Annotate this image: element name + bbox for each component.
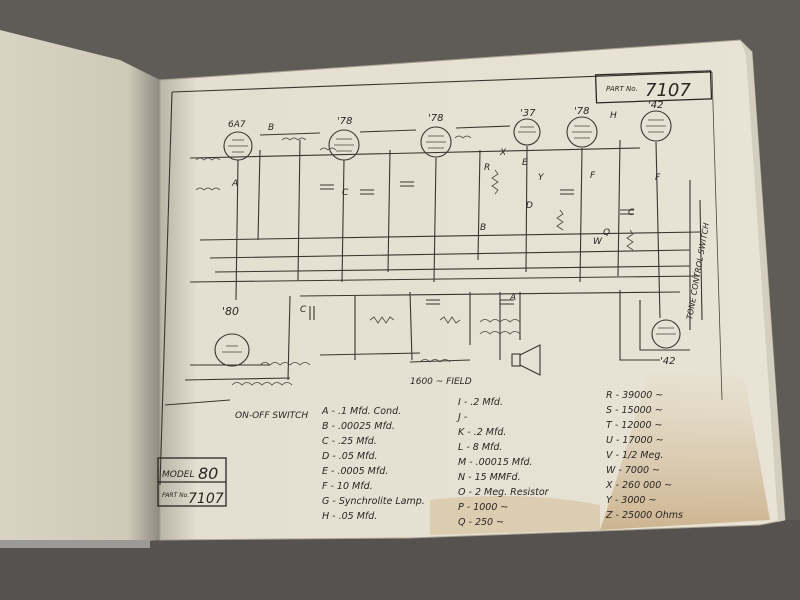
tube-42-2: '42 [651, 319, 681, 367]
part-number-box: PART No. 7107 [594, 70, 713, 104]
tube-78-2: '78 [420, 113, 452, 158]
tube-label: '78 [574, 106, 589, 117]
legend-item: U - 17000 ~ [606, 435, 664, 446]
legend-item: R - 39000 ~ [606, 390, 663, 401]
legend-item: Z - 25000 Ohms [605, 510, 683, 521]
legend-col2: I - .2 Mfd. J - K - .2 Mfd. L - 8 Mfd. M… [456, 397, 550, 528]
legend-item: P - 1000 ~ [458, 502, 508, 513]
tube-label: '78 [428, 113, 443, 124]
tube-37: '37 [513, 108, 541, 146]
tube-label: '80 [222, 305, 239, 318]
legend-item: H - .05 Mfd. [322, 511, 377, 522]
bottom-stain [430, 496, 600, 535]
resistors [369, 169, 634, 324]
legend-item: F - 10 Mfd. [322, 481, 373, 492]
svg-text:A: A [231, 179, 238, 189]
component-letters: B A C C R B D Y Q C F F W A E X H [231, 111, 661, 315]
tube-label: '42 [660, 356, 675, 367]
legend-item: J - [456, 412, 468, 423]
legend-item: O - 2 Meg. Resistor [458, 487, 550, 498]
svg-text:A: A [509, 293, 516, 303]
part-box-label: PART No. [606, 85, 638, 93]
svg-text:H: H [610, 111, 617, 121]
legend-item: W - 7000 ~ [606, 465, 660, 476]
component-legend: A - .1 Mfd. Cond. B - .00025 Mfd. C - .2… [321, 390, 683, 528]
page-stack-edge [740, 40, 785, 522]
svg-text:X: X [499, 148, 507, 158]
capacitors [309, 181, 634, 320]
frame-top [171, 71, 713, 93]
left-page [0, 30, 160, 548]
svg-text:F: F [590, 171, 596, 181]
svg-text:C: C [628, 208, 635, 218]
svg-text:D: D [526, 201, 533, 211]
legend-item: E - .0005 Mfd. [322, 466, 388, 477]
legend-item: A - .1 Mfd. Cond. [321, 406, 401, 417]
legend-item: X - 260 000 ~ [605, 480, 672, 491]
legend-item: L - 8 Mfd. [458, 442, 502, 453]
svg-text:Y: Y [538, 173, 545, 183]
svg-text:C: C [342, 188, 349, 198]
model-box: MODEL 80 PART No. 7107 [157, 457, 227, 507]
tube-label: '78 [337, 116, 352, 127]
tube-label: 6A7 [228, 120, 246, 130]
tube-42-1: '42 [640, 100, 672, 142]
legend-item: Y - 3000 ~ [606, 495, 656, 506]
legend-item: S - 15000 ~ [606, 405, 663, 416]
model-part-number: 7107 [188, 491, 224, 507]
speaker-icon [511, 344, 541, 376]
tube-78-3: '78 [566, 106, 598, 148]
svg-text:B: B [480, 223, 486, 233]
coils [195, 135, 521, 386]
svg-text:F: F [655, 173, 661, 183]
legend-item: G - Synchrolite Lamp. [322, 496, 425, 507]
legend-item: C - .25 Mfd. [322, 436, 377, 447]
legend-item: B - .00025 Mfd. [322, 421, 395, 432]
legend-item: K - .2 Mfd. [458, 427, 506, 438]
svg-text:R: R [484, 163, 490, 173]
wiring [164, 125, 703, 406]
frame-right [711, 71, 723, 401]
svg-text:B: B [268, 123, 274, 133]
tube-label: '42 [648, 100, 663, 111]
field-label: 1600 ~ FIELD [410, 377, 472, 387]
part-box-frame [594, 70, 713, 104]
tube-80: '80 [214, 305, 250, 367]
model-label: MODEL [162, 470, 194, 480]
legend-item: V - 1/2 Meg. [606, 450, 663, 461]
legend-item: Q - 250 ~ [458, 517, 504, 528]
schematic-diagram: PART No. 7107 6A7 '78 '78 '37 '78 '42 [159, 70, 723, 486]
left-page-edge [0, 540, 150, 548]
svg-text:C: C [300, 305, 307, 315]
legend-item: N - 15 MMFd. [458, 472, 521, 483]
legend-col3: R - 39000 ~ S - 15000 ~ T - 12000 ~ U - … [605, 390, 683, 521]
tube-internals [222, 119, 676, 353]
legend-item: M - .00015 Mfd. [458, 457, 533, 468]
model-part-label: PART No. [162, 492, 189, 499]
legend-item: I - .2 Mfd. [458, 397, 503, 408]
tube-label: '37 [520, 108, 536, 119]
on-off-switch-label: ON-OFF SWITCH [235, 411, 308, 421]
legend-item: D - .05 Mfd. [322, 451, 378, 462]
legend-item: T - 12000 ~ [606, 420, 662, 431]
svg-text:Q: Q [603, 228, 610, 238]
svg-text:E: E [522, 158, 528, 168]
legend-col1: A - .1 Mfd. Cond. B - .00025 Mfd. C - .2… [321, 406, 425, 522]
frame-left [159, 91, 173, 486]
water-stain [600, 366, 770, 530]
svg-text:W: W [593, 237, 603, 247]
model-number: 80 [198, 464, 218, 483]
part-box-number: 7107 [645, 80, 691, 101]
